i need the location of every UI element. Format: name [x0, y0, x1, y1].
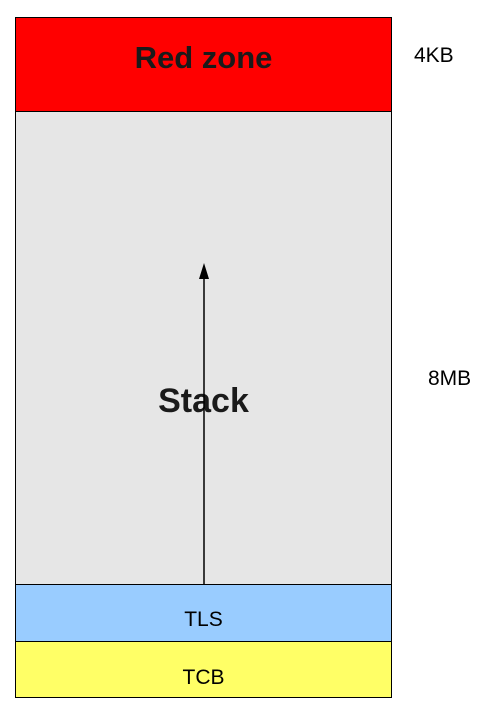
stack-size-label: 8MB [428, 367, 472, 390]
red-zone-block: Red zone [15, 17, 392, 112]
tls-label: TLS [184, 608, 223, 631]
tcb-label: TCB [182, 666, 225, 689]
red-zone-size-label: 4KB [414, 44, 454, 67]
stack-block: Stack [15, 111, 392, 585]
tls-block: TLS [15, 584, 392, 642]
tcb-block: TCB [15, 641, 392, 698]
red-zone-label: Red zone [134, 40, 273, 75]
stack-label: Stack [158, 382, 249, 420]
